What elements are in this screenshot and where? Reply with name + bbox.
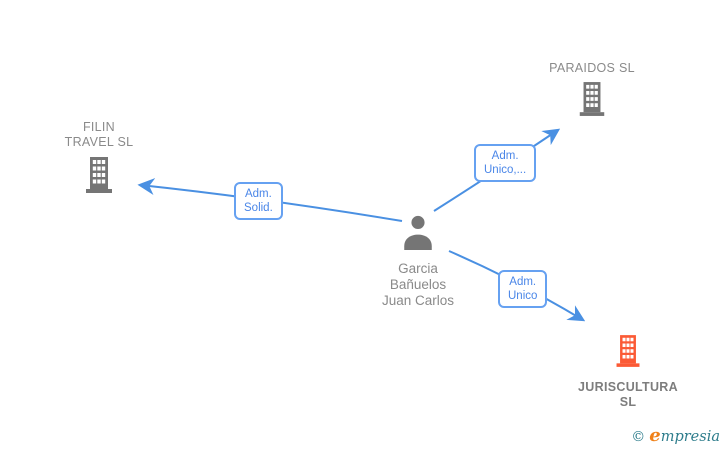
- edge-label-line: Unico,...: [484, 164, 527, 176]
- building-icon: [82, 156, 116, 199]
- edge-label-line: Unico: [508, 290, 538, 302]
- edge-label-adm-unico: Adm. Unico: [498, 270, 548, 308]
- company-label-line: JURISCULTURA: [578, 380, 678, 394]
- company-label-line: SL: [619, 395, 637, 409]
- person-label-line: Juan Carlos: [381, 293, 455, 308]
- company-label: PARAIDOS SL: [549, 61, 635, 76]
- building-icon-highlighted: [613, 332, 643, 375]
- empresia-logo[interactable]: ©empresia: [631, 425, 720, 446]
- person-label: Garcia Bañuelos Juan Carlos: [382, 261, 454, 309]
- empresia-brand-initial: e: [649, 425, 661, 446]
- person-label-line: Garcia: [398, 261, 438, 276]
- company-node-juriscultura[interactable]: JURISCULTURA SL: [548, 332, 708, 410]
- building-icon: [576, 81, 608, 122]
- edge-label-line: Solid.: [244, 202, 273, 214]
- company-label-line: PARAIDOS SL: [549, 61, 635, 75]
- edge-label-line: Adm.: [491, 150, 519, 162]
- company-label: FILIN TRAVEL SL: [65, 120, 134, 150]
- copyright-symbol: ©: [631, 429, 646, 445]
- empresia-brand-rest: mpresia: [660, 429, 720, 445]
- edge-label-adm-unico-ellipsis: Adm. Unico,...: [474, 144, 537, 182]
- person-node-garcia-banuelos[interactable]: Garcia Bañuelos Juan Carlos: [338, 214, 498, 309]
- company-label-line: TRAVEL SL: [64, 135, 134, 149]
- person-icon: [401, 214, 435, 255]
- company-label: JURISCULTURA SL: [578, 380, 678, 410]
- company-node-filin-travel[interactable]: FILIN TRAVEL SL: [19, 120, 179, 199]
- edge-label-line: Adm.: [244, 188, 272, 200]
- person-label-line: Bañuelos: [389, 277, 447, 292]
- edge-label-adm-solid: Adm. Solid.: [234, 182, 283, 220]
- company-node-paraidos[interactable]: PARAIDOS SL: [512, 61, 672, 122]
- edge-label-line: Adm.: [509, 276, 537, 288]
- company-label-line: FILIN: [82, 120, 116, 134]
